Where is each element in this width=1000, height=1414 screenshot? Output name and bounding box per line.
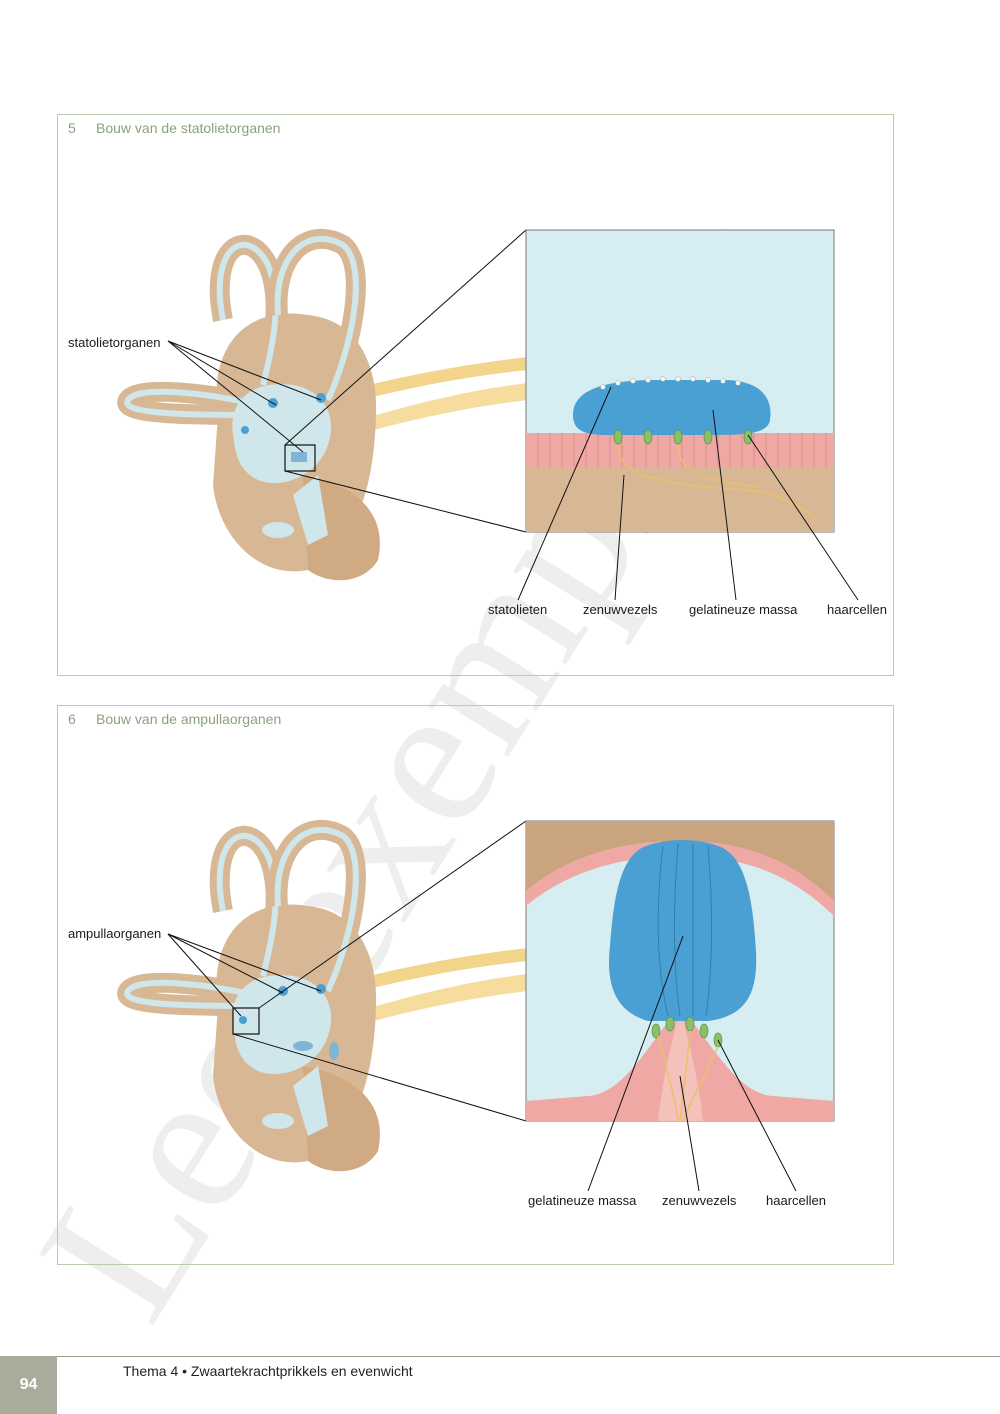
label-ampullaorganen: ampullaorganen bbox=[68, 926, 162, 941]
label-gelatineuze-massa: gelatineuze massa bbox=[689, 602, 798, 617]
figure-statoliet: 5 Bouw van de statolietorganen bbox=[57, 114, 894, 676]
figure-title: Bouw van de ampullaorganen bbox=[96, 711, 282, 727]
footer-chapter-title: Thema 4 • Zwaartekrachtprikkels en evenw… bbox=[123, 1363, 413, 1379]
figure-caption: 5 Bouw van de statolietorganen bbox=[68, 120, 280, 136]
figure-number: 6 bbox=[68, 711, 76, 727]
figure-caption: 6 Bouw van de ampullaorganen bbox=[68, 711, 281, 727]
figure-ampulla: 6 Bouw van de ampullaorganen bbox=[57, 705, 894, 1265]
label-statolieten: statolieten bbox=[488, 602, 548, 617]
label-haarcellen: haarcellen bbox=[827, 602, 887, 617]
page-number: 94 bbox=[0, 1356, 57, 1414]
ampulla-illustration bbox=[117, 819, 835, 1192]
figure-title: Bouw van de statolietorganen bbox=[96, 120, 281, 136]
statoliet-illustration bbox=[117, 228, 859, 601]
label-gelatineuze-massa: gelatineuze massa bbox=[528, 1193, 637, 1208]
label-zenuwvezels: zenuwvezels bbox=[662, 1193, 737, 1208]
figure-number: 5 bbox=[68, 120, 76, 136]
label-haarcellen: haarcellen bbox=[766, 1193, 826, 1208]
footer-divider bbox=[57, 1356, 1000, 1357]
label-statolietorganen: statolietorganen bbox=[68, 335, 161, 350]
label-zenuwvezels: zenuwvezels bbox=[583, 602, 658, 617]
